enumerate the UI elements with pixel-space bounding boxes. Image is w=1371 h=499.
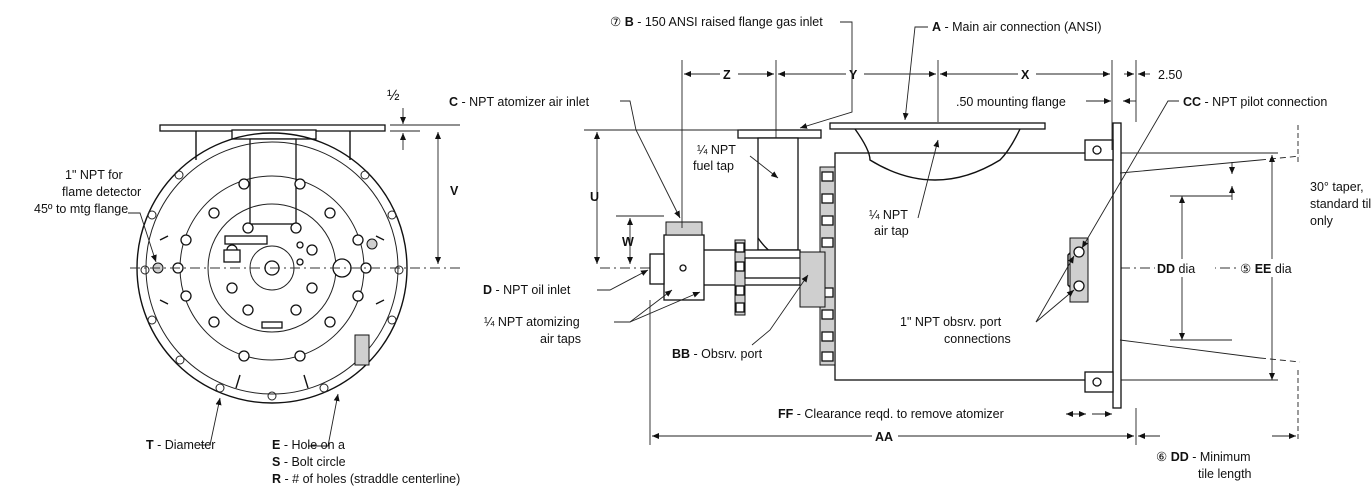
observation-port-label: BB - Obsrv. port [672,347,763,361]
air-tap-label-2: air tap [874,224,909,238]
s-bolt-circle-label: S - Bolt circle [272,455,346,469]
fuel-tap-label-2: fuel tap [693,159,734,173]
burner-body [834,152,1114,381]
obsrv-connections-label-1: 1" NPT obsrv. port [900,315,1002,329]
mounting-flange-label: .50 mounting flange [956,95,1066,109]
e-hole-label: E - Hole on a [272,438,345,452]
oil-inlet-label: D - NPT oil inlet [483,283,571,297]
fuel-tap-label-1: ¼ NPT [697,143,736,157]
t-diameter-label: T - Diameter [146,438,215,452]
taper-label-1: 30° taper, [1310,180,1364,194]
mounting-flange [1112,122,1122,409]
dim-250-label: 2.50 [1158,68,1182,82]
dim-z-label: Z [723,68,731,82]
ee-dia-label: ⑤ EE dia [1240,262,1292,276]
dim-y-label: Y [849,68,858,82]
atomizing-taps-label-2: air taps [540,332,581,346]
dim-half-label: ½ [387,87,400,104]
side-view: Z Y X 2.50 .50 mounting flange ⑦ B - 150… [449,15,1371,481]
main-air-flange [829,122,1046,130]
dim-x-label: X [1021,68,1030,82]
gas-inlet-flange [737,129,822,139]
dim-v-label: V [450,184,459,198]
r-holes-label: R - # of holes (straddle centerline) [272,472,460,486]
dim-u-label: U [590,190,599,204]
dim-w-label: W [622,235,634,249]
front-view: V ½ 1" NPT for flame detector 45º to mtg… [34,87,460,486]
taper-label-3: only [1310,214,1334,228]
atomizer-air-inlet-label: C - NPT atomizer air inlet [449,95,590,109]
main-air-label: A - Main air connection (ANSI) [932,20,1102,34]
clearance-label: FF - Clearance reqd. to remove atomizer [778,407,1004,421]
flame-detector-label-1: 1" NPT for [65,168,123,182]
dim-aa-label: AA [875,430,893,444]
atomizing-taps-label-1: ¼ NPT atomizing [484,315,580,329]
min-tile-length-label-2: tile length [1198,467,1252,481]
taper-label-2: standard tile [1310,197,1371,211]
flame-detector-label-3: 45º to mtg flange [34,202,128,216]
min-tile-length-label-1: ⑥ DD - Minimum [1156,450,1251,464]
gas-inlet-label: ⑦ B - 150 ANSI raised flange gas inlet [610,15,823,29]
flame-detector-label-2: flame detector [62,185,141,199]
dd-dia-label: DD dia [1157,262,1195,276]
obsrv-connections-label-2: connections [944,332,1011,346]
pilot-connection-label: CC - NPT pilot connection [1183,95,1327,109]
air-tap-label-1: ¼ NPT [869,208,908,222]
